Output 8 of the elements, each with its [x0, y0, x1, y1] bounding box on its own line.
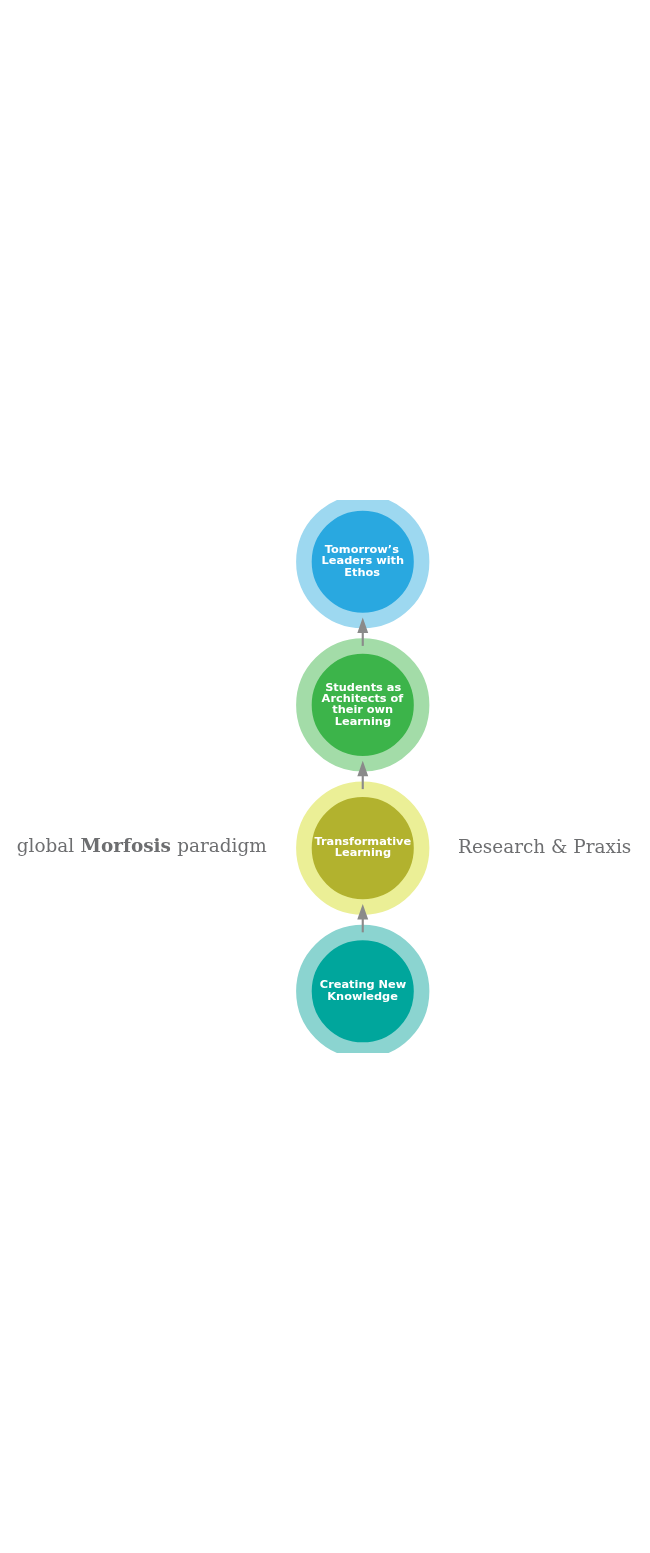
node-circle: Students as Architects of their own Learning [296, 638, 430, 772]
label: Research & Praxis [458, 835, 632, 857]
node-circle: Tomorrow’s Leaders with Ethos [296, 500, 430, 629]
arrow [357, 617, 369, 646]
arrow [357, 760, 369, 790]
node-circle: Transformative Learning [296, 781, 430, 915]
label: global Morfosis paradigm [16, 834, 267, 856]
node-circle: Creating New Knowledge [296, 924, 430, 1053]
